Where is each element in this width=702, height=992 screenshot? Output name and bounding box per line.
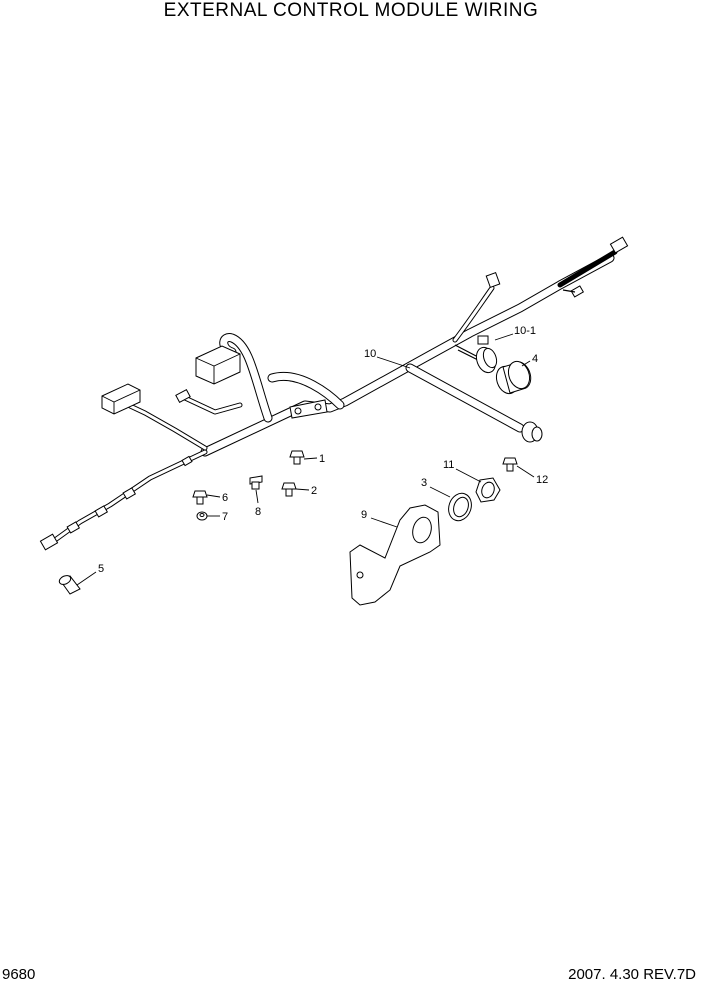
callout-7: 7 xyxy=(222,511,228,523)
leader-lines xyxy=(76,333,535,586)
page-number: 9680 xyxy=(2,966,36,983)
callout-10-1: 10-1 xyxy=(514,325,536,337)
nut-part-11 xyxy=(475,477,501,503)
screw-part-8 xyxy=(249,475,263,490)
left-wire-branch xyxy=(39,402,208,551)
callout-1: 1 xyxy=(319,453,325,465)
screw-part-2 xyxy=(281,482,297,497)
bracket-part-9 xyxy=(349,504,441,606)
callout-2: 2 xyxy=(311,485,317,497)
nut-part-7 xyxy=(196,511,208,521)
connector-box-top xyxy=(195,345,241,385)
diagram-title: EXTERNAL CONTROL MODULE WIRING xyxy=(163,0,539,21)
ring-part-3 xyxy=(448,492,472,522)
round-connector xyxy=(521,421,543,443)
connector-top-right xyxy=(557,236,629,298)
main-harness xyxy=(200,253,615,457)
revision-date: 2007. 4.30 REV.7D xyxy=(568,966,696,983)
callout-3: 3 xyxy=(421,477,427,489)
callout-9: 9 xyxy=(361,509,367,521)
callout-11: 11 xyxy=(443,459,454,471)
callout-6: 6 xyxy=(222,492,228,504)
callout-8: 8 xyxy=(255,506,261,518)
callout-12: 12 xyxy=(536,474,548,486)
callout-5: 5 xyxy=(98,563,104,575)
connector-upper-branch xyxy=(452,272,501,343)
screw-part-12 xyxy=(502,457,518,472)
cap-part-4 xyxy=(495,360,532,395)
callout-labels: 1 2 6 7 8 5 9 10 10-1 4 3 11 12 xyxy=(98,325,548,575)
screw-part-6 xyxy=(192,490,208,505)
socket-part-10-1 xyxy=(454,335,498,374)
callout-10: 10 xyxy=(364,348,376,360)
screw-part-1 xyxy=(289,450,305,465)
connector-large-left xyxy=(101,383,141,415)
callout-4: 4 xyxy=(532,353,538,365)
connector-small-mid xyxy=(175,388,243,415)
boot-part-5 xyxy=(58,575,81,595)
clamp-plate xyxy=(289,399,328,419)
